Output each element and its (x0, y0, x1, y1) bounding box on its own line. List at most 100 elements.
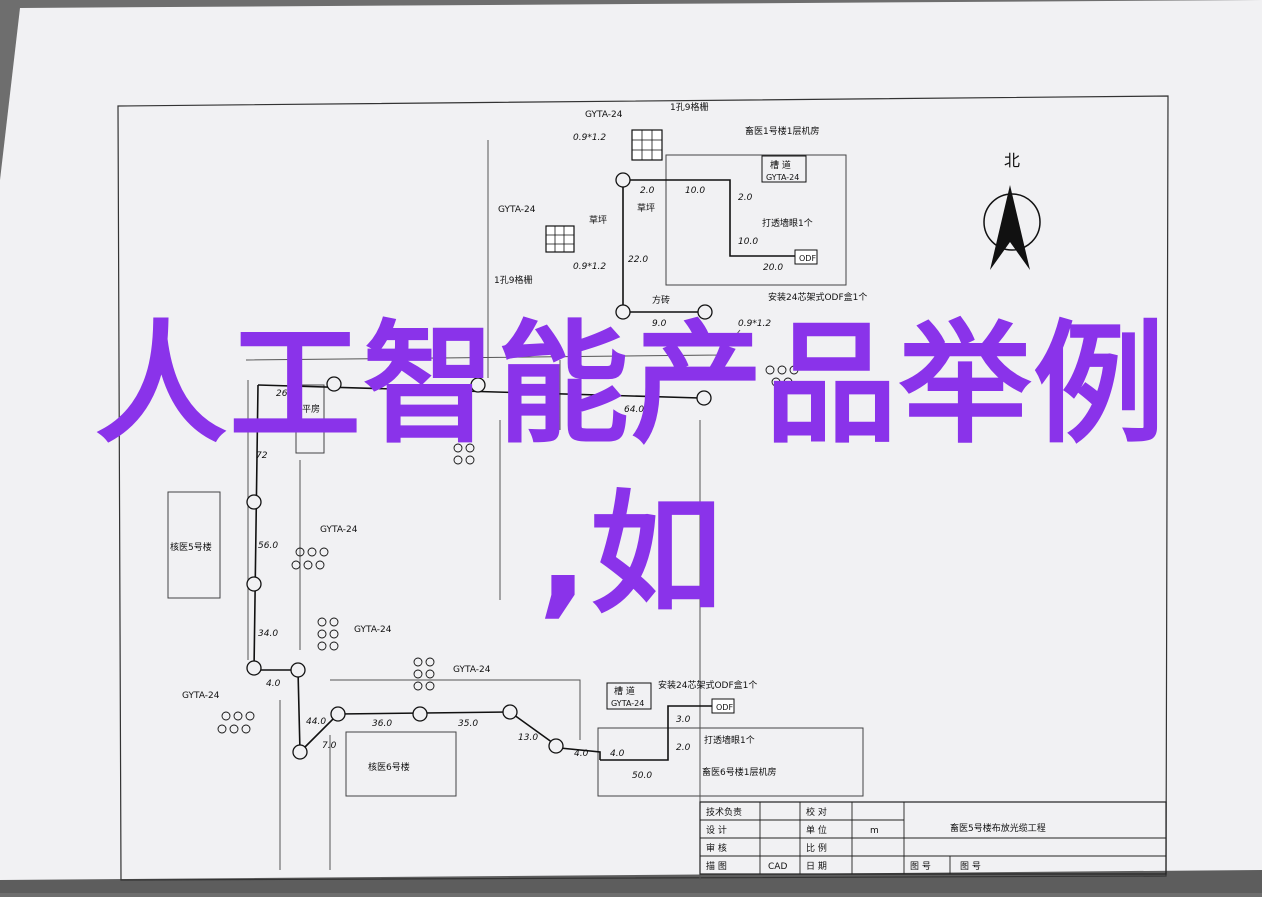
dim-13: 64.0 (624, 405, 644, 415)
tb-design: 设 计 (706, 824, 727, 836)
wall-hole-note-bottom: 打透墙眼1个 (704, 734, 755, 746)
odf-box-bottom (711, 698, 735, 714)
tag-gyta-6: GYTA-24 (182, 691, 220, 701)
tb-check: 校 对 (806, 806, 827, 818)
dim-27: 50.0 (632, 771, 652, 781)
jingdao-top-gyta: GYTA-24 (766, 173, 799, 182)
title-block: 技术负责 校 对 设 计 单 位 m 审 核 比 例 描 图 CAD 日 期 畜… (699, 801, 1167, 875)
dim-22: 4.0 (574, 749, 589, 759)
jingdao-box-bottom (606, 682, 652, 710)
manhole-3 (697, 304, 713, 320)
tag-gyta-2: GYTA-24 (498, 205, 536, 215)
cable-well-left (545, 225, 575, 253)
tb-project-name: 畜医5号楼布放光缆工程 (950, 822, 1046, 834)
dim-5: 10.0 (738, 237, 758, 247)
tb-sheet-no-1: 图 号 (910, 861, 931, 872)
caoping-label-2: 草坪 (589, 214, 607, 226)
tb-cad: CAD (768, 862, 787, 872)
well-label-1: 1孔9格栅 (670, 101, 708, 113)
pingfang-label: 平房 (302, 403, 320, 415)
dim-1: 0.9*1.2 (573, 133, 606, 143)
overlay-title-line1: 人工智能产品举例 (95, 308, 1167, 462)
well-label-2: 1孔9格栅 (494, 274, 532, 286)
building-pingfang (295, 384, 325, 454)
tb-review: 审 核 (706, 842, 727, 854)
manhole-14 (502, 704, 518, 720)
tb-drafting: 描 图 (706, 860, 727, 872)
dim-25: 2.0 (676, 743, 691, 753)
odf-label-top: ODF (799, 254, 816, 263)
tb-unit-value: m (870, 826, 879, 836)
tb-sheet-no-2: 图 号 (960, 861, 981, 872)
tag-gyta-4: GYTA-24 (354, 625, 392, 635)
tag-gyta-5: GYTA-24 (453, 665, 491, 675)
dim-14: 72 (256, 451, 268, 461)
tb-tech-lead: 技术负责 (706, 806, 742, 818)
dim-12: 44.0 (400, 389, 420, 399)
tb-unit: 单 位 (806, 824, 827, 836)
dim-4: 2.0 (738, 193, 753, 203)
building-b1 (665, 154, 847, 286)
building-b5 (167, 491, 221, 599)
jingdao-top-label: 槽 道 (770, 159, 791, 171)
jingdao-box-top (761, 155, 807, 183)
manhole-5 (470, 377, 486, 393)
dim-20: 35.0 (458, 719, 478, 729)
odf-label-bottom: ODF (716, 703, 733, 712)
fangzhuan-label: 方砖 (652, 294, 670, 306)
dim-3: 10.0 (685, 186, 705, 196)
jingdao-bottom-label: 槽 道 (614, 685, 635, 697)
overlay-title-line2: ,如 (537, 478, 725, 632)
dim-9: 9.0 (652, 319, 667, 329)
caoping-label-1: 草坪 (637, 202, 655, 214)
manhole-8 (246, 576, 262, 592)
dim-17: 4.0 (266, 679, 281, 689)
manhole-10 (290, 662, 306, 678)
dim-23: 7.0 (322, 741, 337, 751)
manhole-9 (246, 660, 262, 676)
drawing-border (117, 95, 1169, 881)
dim-6: 20.0 (763, 263, 783, 273)
cable-reels (217, 365, 799, 734)
manhole-15 (548, 738, 564, 754)
odf-install-note-bottom: 安装24芯架式ODF盒1个 (658, 679, 757, 691)
building-b6-room (597, 727, 864, 797)
building-b6-bottom-label: 畜医6号楼1层机房 (702, 766, 776, 778)
manhole-12 (330, 706, 346, 722)
manhole-1 (615, 172, 631, 188)
dim-8: 22.0 (628, 255, 648, 265)
manhole-11 (292, 744, 308, 760)
building-b6-label: 核医6号楼 (368, 761, 410, 773)
dim-2: 2.0 (640, 186, 655, 196)
manhole-4 (326, 376, 342, 392)
tag-gyta-1: GYTA-24 (585, 110, 623, 120)
dim-24: 3.0 (676, 715, 691, 725)
dim-16: 34.0 (258, 629, 278, 639)
manhole-2 (615, 304, 631, 320)
dim-15: 56.0 (258, 541, 278, 551)
dim-7: 0.9*1.2 (573, 262, 606, 272)
dim-21: 13.0 (518, 733, 538, 743)
dim-18: 44.0 (306, 717, 326, 727)
odf-box-top (794, 249, 818, 265)
manhole-13 (412, 706, 428, 722)
dim-19: 36.0 (372, 719, 392, 729)
wall-hole-note-top: 打透墙眼1个 (762, 217, 813, 229)
tb-scale: 比 例 (806, 842, 827, 854)
overlay-title: 人工智能产品举例 ,如 (0, 300, 1262, 640)
north-arrow (983, 185, 1041, 270)
dim-26: 4.0 (610, 749, 625, 759)
building-b1-label: 畜医1号楼1层机房 (745, 125, 819, 137)
manhole-6 (696, 390, 712, 406)
dim-11: 26.0 (276, 389, 296, 399)
odf-install-note-top: 安装24芯架式ODF盒1个 (768, 291, 867, 303)
dim-10: 0.9*1.2 (738, 319, 771, 329)
north-label: 北 (1004, 151, 1020, 170)
manhole-7 (246, 494, 262, 510)
jingdao-bottom-gyta: GYTA-24 (611, 699, 644, 708)
tag-gyta-3: GYTA-24 (320, 525, 358, 535)
building-b5-label: 核医5号楼 (170, 541, 212, 553)
